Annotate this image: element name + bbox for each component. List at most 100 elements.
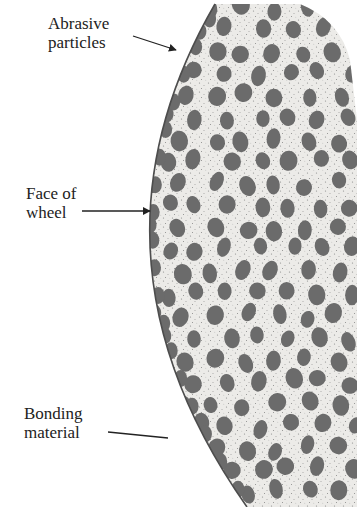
abrasive-particle — [123, 236, 144, 258]
abrasive-particle — [215, 236, 234, 259]
abrasive-particle — [282, 62, 301, 82]
abrasive-particle — [329, 218, 346, 235]
abrasive-particle — [162, 20, 178, 40]
abrasive-particle — [146, 232, 159, 249]
abrasive-particle — [345, 285, 357, 306]
abrasive-particle — [155, 60, 175, 83]
abrasive-particle — [255, 19, 271, 38]
abrasive-particle — [229, 0, 253, 17]
abrasive-particle — [322, 301, 344, 325]
abrasive-particle — [111, 481, 135, 507]
abrasive-particle — [249, 64, 267, 87]
abrasive-particle — [184, 241, 205, 263]
abrasive-particle — [308, 455, 326, 477]
abrasive-particle — [234, 399, 250, 416]
abrasive-particle — [125, 59, 145, 81]
abrasive-particle — [267, 478, 284, 501]
abrasive-particle — [116, 440, 132, 460]
abrasive-particle — [214, 415, 235, 437]
abrasive-particle — [149, 176, 162, 193]
abrasive-particle — [126, 412, 144, 435]
abrasive-particle — [325, 0, 343, 18]
abrasive-particle — [205, 215, 227, 239]
abrasive-particle — [201, 262, 218, 284]
abrasive-particle — [122, 108, 142, 129]
abrasive-particle — [125, 329, 144, 348]
abrasive-particle — [121, 456, 141, 479]
abrasive-particle — [265, 88, 283, 107]
abrasive-particles — [107, 0, 357, 507]
abrasive-particle — [161, 240, 181, 261]
abrasive-particle — [125, 17, 143, 40]
abrasive-particle — [307, 284, 326, 306]
abrasive-particle — [256, 110, 270, 127]
abrasive-particle — [140, 88, 162, 111]
abrasive-particle — [279, 282, 295, 300]
abrasive-particle — [328, 350, 350, 374]
abrasive-particle — [239, 301, 259, 324]
abrasive-particle — [218, 282, 232, 300]
abrasive-particle — [280, 198, 295, 218]
abrasive-particle — [327, 434, 350, 456]
abrasive-particle — [249, 326, 264, 344]
abrasive-particle — [251, 418, 269, 440]
abrasive-particle — [314, 150, 330, 167]
abrasive-particle — [288, 237, 302, 255]
abrasive-particle — [300, 0, 315, 17]
abrasive-particle — [347, 415, 357, 435]
abrasive-particle — [265, 390, 289, 414]
abrasive-particle — [183, 147, 202, 170]
abrasive-particle — [187, 330, 202, 348]
part-label: Bonding material — [24, 404, 106, 442]
abrasive-particle — [301, 260, 317, 280]
abrasive-particle — [111, 347, 128, 367]
abrasive-particle — [203, 346, 227, 371]
abrasive-particle — [107, 219, 125, 237]
abrasive-particle — [218, 195, 235, 214]
abrasive-particle — [206, 85, 229, 108]
abrasive-particle — [271, 303, 288, 325]
abrasive-particle — [112, 84, 128, 106]
abrasive-particle — [313, 199, 328, 218]
abrasive-particle — [170, 130, 189, 152]
abrasive-particle — [155, 375, 170, 395]
abrasive-particle — [330, 134, 348, 154]
abrasive-particle — [247, 280, 268, 302]
abrasive-particle — [265, 220, 283, 242]
abrasive-particle — [277, 106, 298, 128]
abrasive-particle — [267, 2, 282, 21]
leader-line — [82, 210, 150, 211]
abrasive-particle — [294, 45, 313, 65]
abrasive-particle — [283, 366, 305, 391]
abrasive-particle — [339, 198, 357, 218]
abrasive-particle — [230, 130, 250, 154]
abrasive-particle — [229, 43, 252, 66]
abrasive-particle — [343, 457, 357, 480]
abrasive-particle — [347, 23, 357, 45]
abrasive-particle — [253, 150, 273, 171]
abrasive-particle — [209, 42, 227, 61]
abrasive-particle — [221, 150, 244, 173]
abrasive-particle — [343, 235, 357, 257]
abrasive-particle — [314, 15, 334, 38]
abrasive-particle — [236, 173, 259, 198]
abrasive-particle — [331, 394, 350, 417]
bonding-material — [150, 4, 357, 507]
abrasive-particle — [215, 64, 233, 83]
abrasive-particle — [139, 42, 161, 64]
abrasive-particle — [266, 128, 282, 150]
abrasive-particle — [296, 348, 312, 367]
abrasive-particle — [281, 412, 300, 432]
part-label: Abrasive particles — [48, 14, 136, 52]
abrasive-particle — [321, 40, 343, 64]
abrasive-particle — [172, 2, 188, 18]
abrasive-particle — [173, 482, 192, 502]
leader-line — [133, 36, 176, 50]
abrasive-particle — [265, 175, 280, 196]
abrasive-particle — [300, 478, 320, 500]
abrasive-particle — [111, 38, 130, 59]
abrasive-particle — [312, 411, 335, 434]
abrasive-particle — [303, 89, 317, 107]
abrasive-particle — [142, 129, 156, 149]
